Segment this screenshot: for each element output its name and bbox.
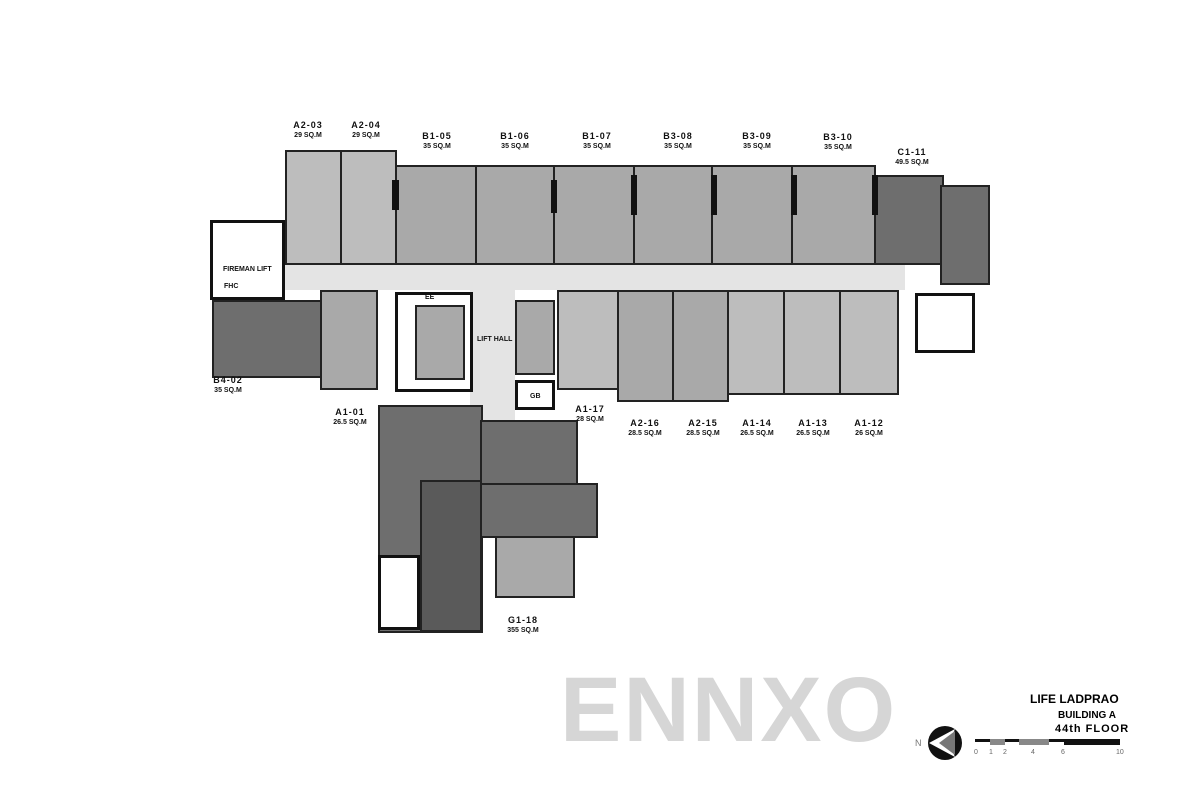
fireman-lift-label: FIREMAN LIFT bbox=[223, 266, 272, 273]
unit-a1-13[interactable] bbox=[783, 290, 841, 395]
wall bbox=[711, 175, 717, 215]
north-arrow-icon bbox=[928, 726, 962, 760]
watermark: ENNXO bbox=[560, 659, 898, 761]
gb-room bbox=[515, 380, 555, 410]
floor-label: 44th FLOOR bbox=[1055, 723, 1130, 735]
lift[interactable] bbox=[515, 300, 555, 375]
scale-tick: 1 bbox=[989, 749, 993, 756]
wall bbox=[392, 180, 399, 210]
unit-a1-12[interactable] bbox=[839, 290, 899, 395]
unit-g1-18-wing bbox=[420, 480, 482, 632]
lift-hall-label: LIFT HALL bbox=[477, 336, 513, 343]
lift[interactable] bbox=[415, 305, 465, 380]
unit-b3-09[interactable] bbox=[711, 165, 793, 265]
fireman-lift-room bbox=[210, 220, 285, 300]
unit-a1-17[interactable] bbox=[557, 290, 619, 390]
unit-a2-03[interactable] bbox=[285, 150, 342, 265]
unit-b1-05[interactable] bbox=[395, 165, 477, 265]
unit-a2-04[interactable] bbox=[340, 150, 397, 265]
wall bbox=[631, 175, 637, 215]
unit-b3-08[interactable] bbox=[633, 165, 713, 265]
unit-g1-18-bath bbox=[495, 536, 575, 598]
scale-tick: 0 bbox=[974, 749, 978, 756]
scale-tick: 2 bbox=[1003, 749, 1007, 756]
unit-g1-18-east bbox=[480, 420, 578, 485]
scale-tick: 4 bbox=[1031, 749, 1035, 756]
fhc-label: FHC bbox=[224, 283, 239, 290]
building-label: BUILDING A bbox=[1058, 710, 1116, 721]
unit-c1-11-wing bbox=[940, 185, 990, 285]
project-title: LIFE LADPRAO bbox=[1030, 692, 1119, 706]
corridor-core bbox=[470, 285, 515, 420]
unit-b1-07[interactable] bbox=[553, 165, 635, 265]
ee-label: EE bbox=[425, 294, 435, 301]
corridor bbox=[215, 264, 905, 290]
unit-b3-10[interactable] bbox=[791, 165, 876, 265]
unit-a2-15[interactable] bbox=[672, 290, 729, 402]
wall bbox=[551, 180, 557, 213]
unit-a1-14[interactable] bbox=[727, 290, 785, 395]
compass-label: N bbox=[915, 738, 922, 748]
stair-east bbox=[915, 293, 975, 353]
lift-shaft bbox=[378, 555, 420, 630]
unit-a2-16[interactable] bbox=[617, 290, 674, 402]
unit-c1-11[interactable] bbox=[874, 175, 944, 265]
wall bbox=[791, 175, 797, 215]
scale-tick: 10 bbox=[1116, 749, 1124, 756]
unit-b1-06[interactable] bbox=[475, 165, 555, 265]
wall bbox=[872, 175, 878, 215]
gb-label: GB bbox=[530, 393, 541, 400]
scale-bar bbox=[975, 739, 1120, 745]
unit-b4-02[interactable] bbox=[212, 300, 322, 378]
scale-tick: 6 bbox=[1061, 749, 1065, 756]
unit-g1-18-terrace bbox=[480, 483, 598, 538]
unit-a1-01[interactable] bbox=[320, 290, 378, 390]
